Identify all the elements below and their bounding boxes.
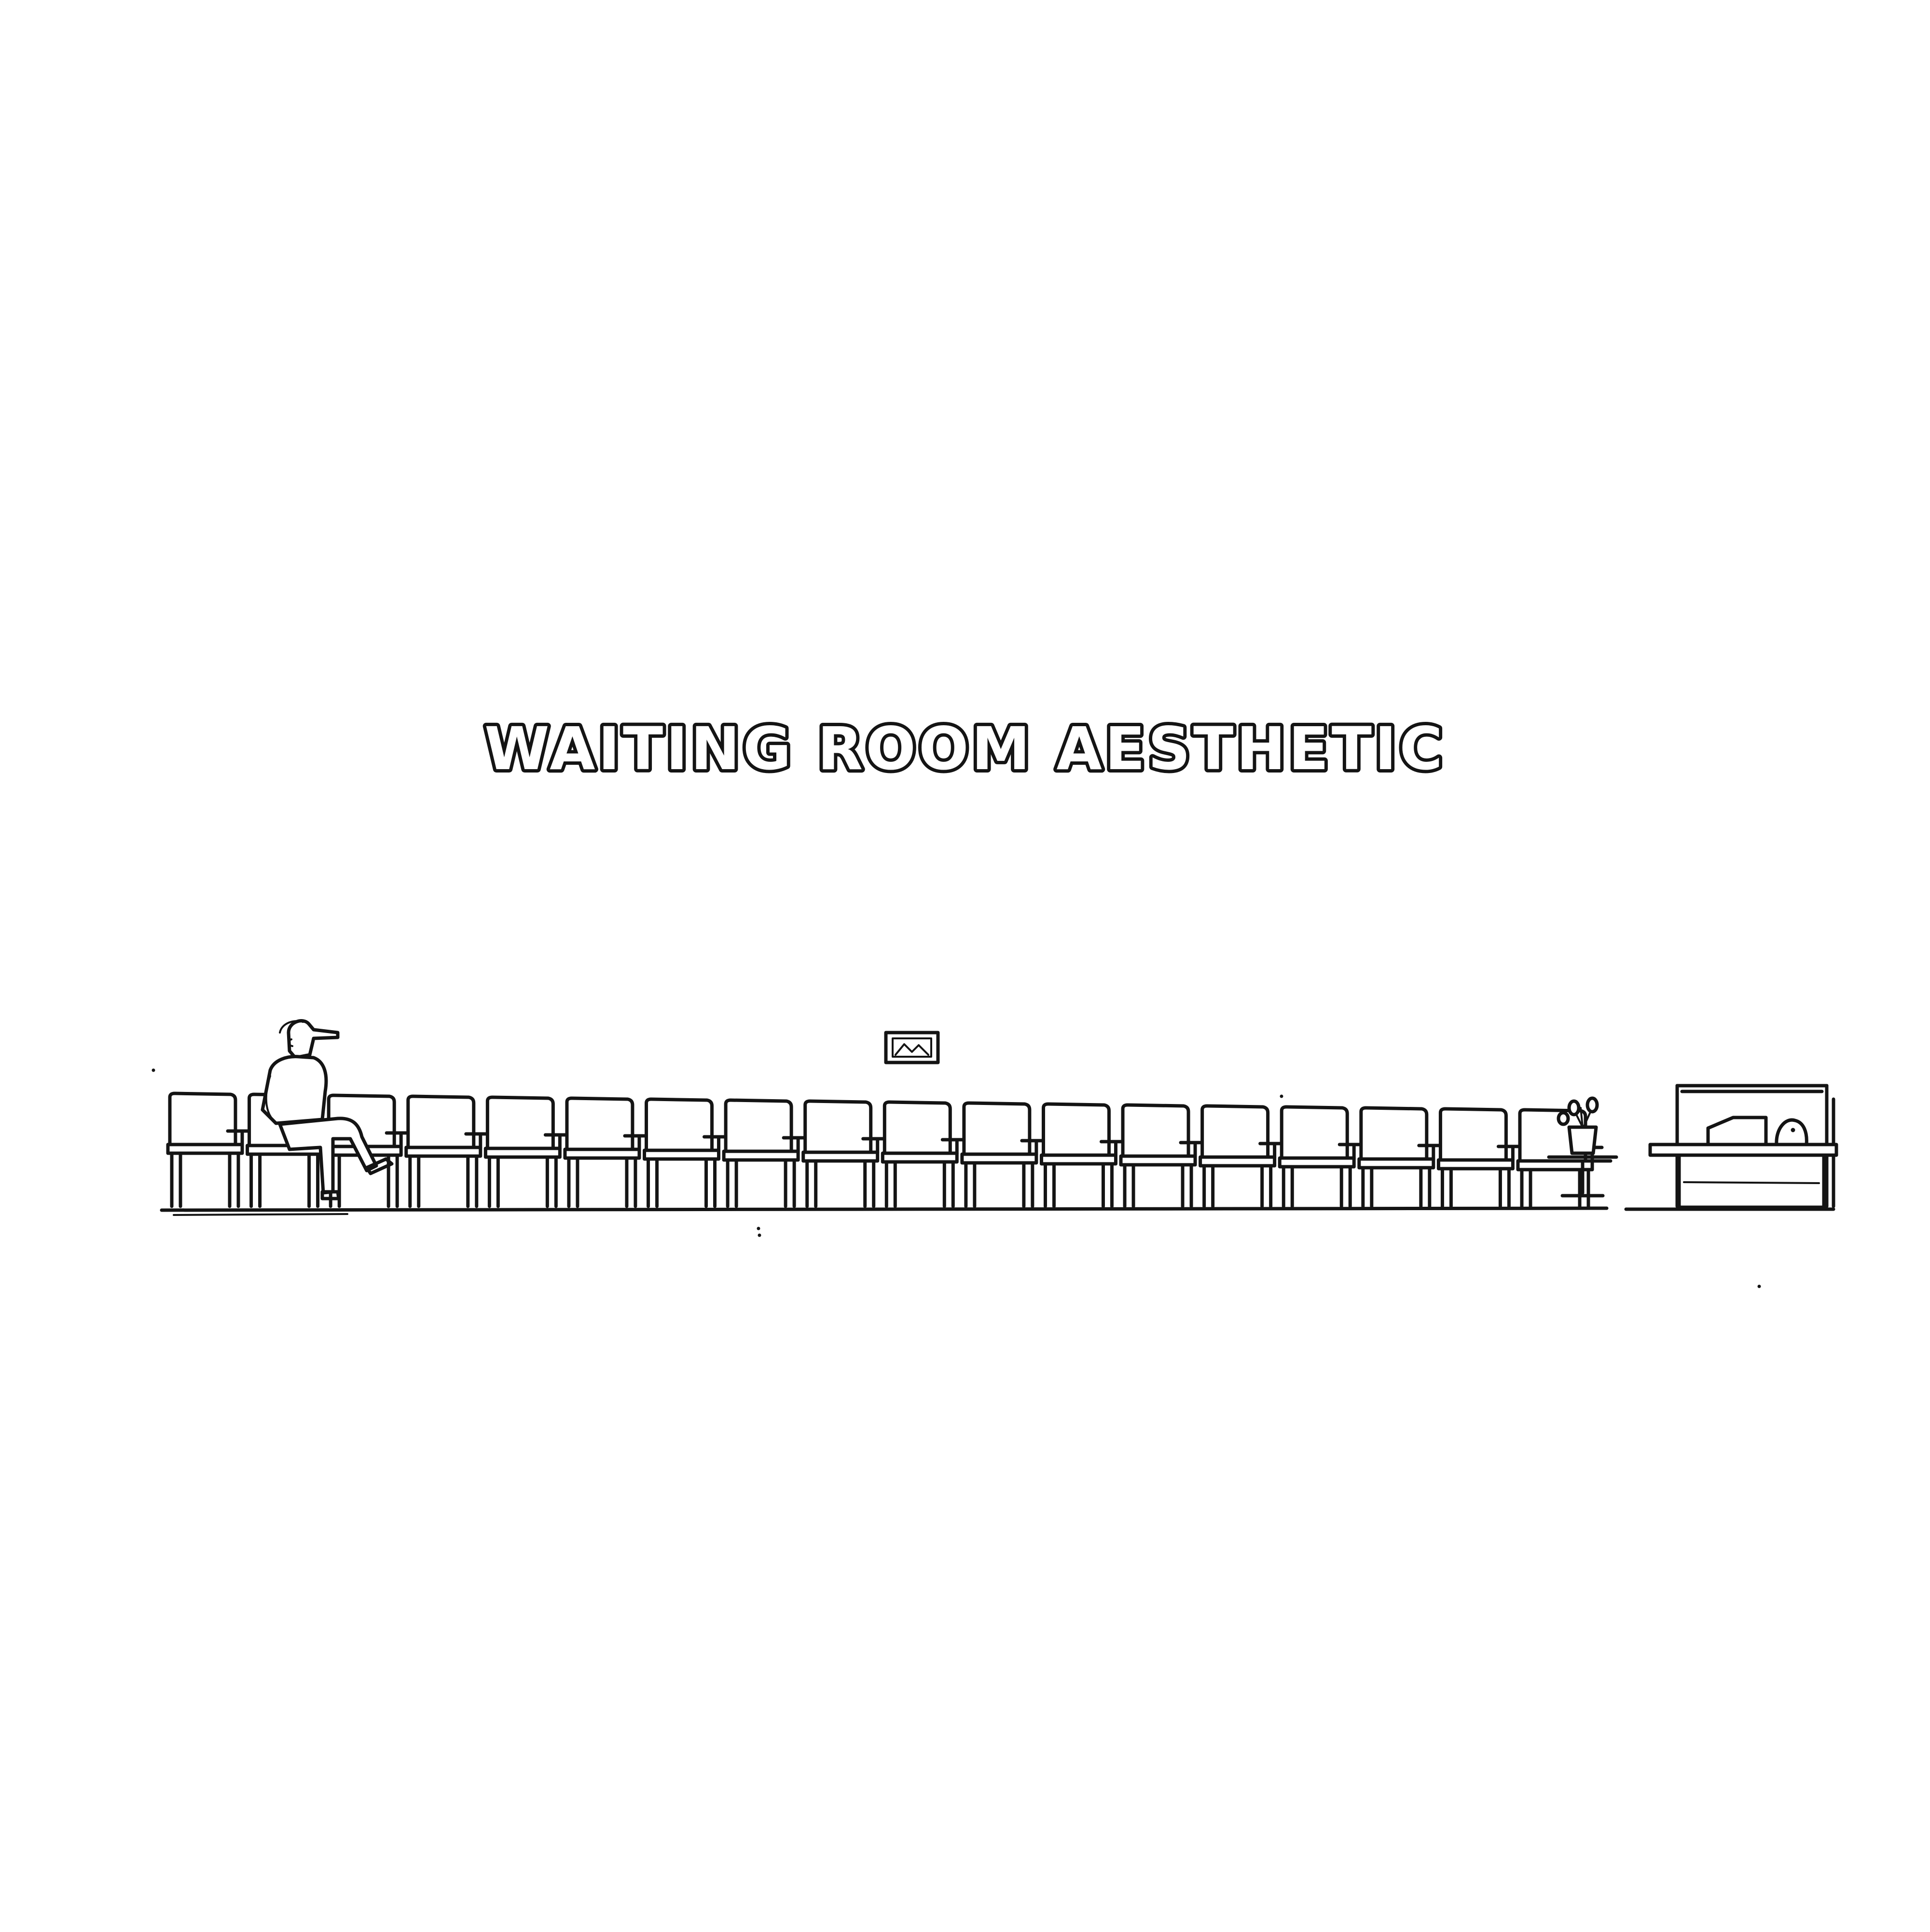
chair [801, 1099, 889, 1208]
landscape-frame-icon [884, 1031, 940, 1064]
chair [483, 1095, 571, 1208]
potted-plant-icon [1557, 1096, 1599, 1155]
person-arm [265, 1075, 310, 1125]
chair [1119, 1103, 1207, 1208]
chair [643, 1097, 731, 1208]
chair [404, 1094, 492, 1208]
floor-line [160, 1206, 1835, 1212]
title-lettering: WAITING ROOM AESTHETIC [484, 715, 1446, 783]
chair [1278, 1105, 1365, 1208]
receptionist [1775, 1118, 1808, 1146]
chair [166, 1091, 254, 1208]
chair [960, 1101, 1048, 1208]
person-shoe-back [320, 1190, 341, 1201]
person-head [287, 1019, 340, 1060]
waiting-person [261, 1019, 394, 1201]
side-table [1547, 1155, 1618, 1198]
chair [881, 1100, 968, 1208]
reception-desk [1648, 1084, 1838, 1209]
chair [563, 1096, 651, 1208]
computer-monitor-icon [1706, 1116, 1768, 1146]
ink-specks [152, 1068, 1761, 1288]
chair [722, 1098, 810, 1208]
person-torso [261, 1055, 328, 1125]
person-ear [288, 1038, 293, 1047]
chair [1357, 1106, 1445, 1208]
floor-line-shadow [173, 1213, 348, 1216]
chair-row [166, 1091, 1604, 1208]
chair [1039, 1102, 1127, 1208]
chair [1199, 1104, 1286, 1208]
person-shoe-front [365, 1157, 394, 1175]
person-hair [279, 1020, 304, 1034]
chair [1436, 1107, 1524, 1208]
